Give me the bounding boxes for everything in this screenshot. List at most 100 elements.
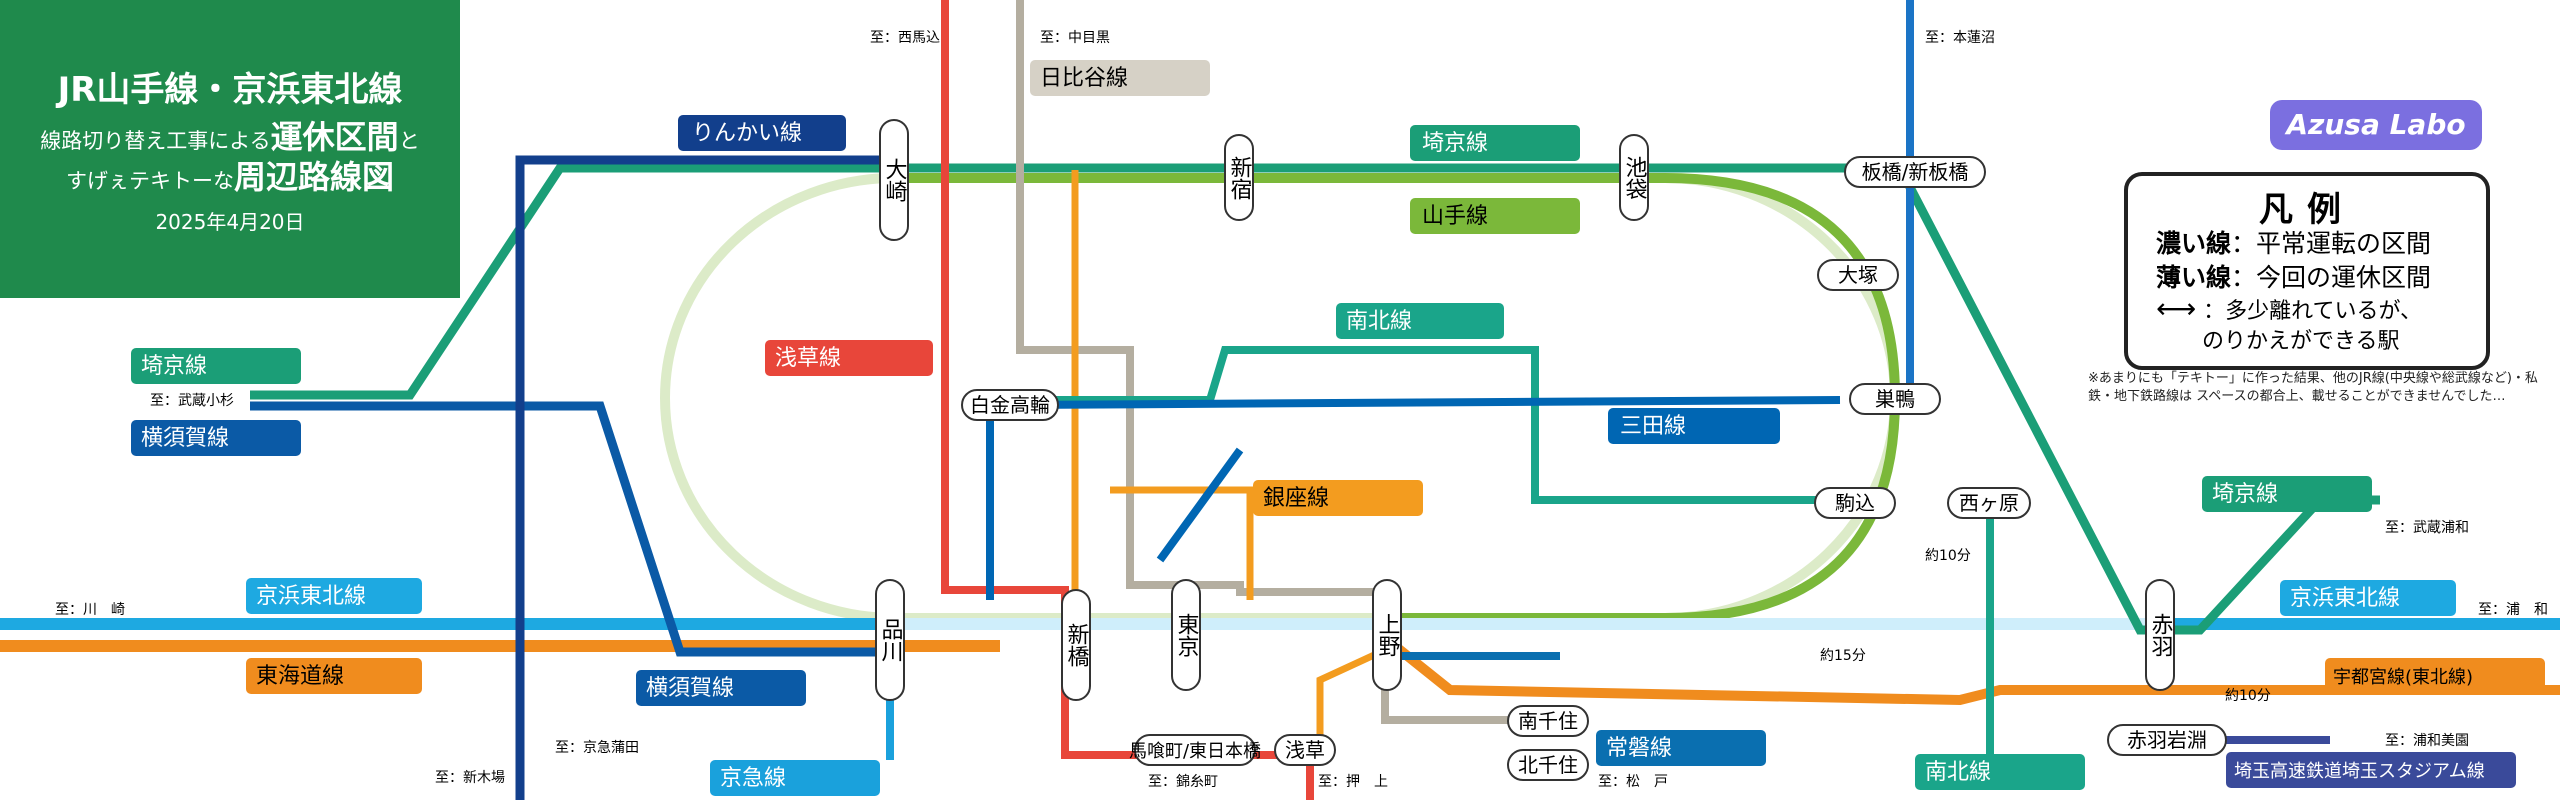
svg-text:東海道線: 東海道線 <box>256 664 344 689</box>
dir-matsudo: 至：松 戸 <box>1598 774 1668 790</box>
dist-c: 約10分 <box>2225 688 2271 704</box>
label-utsunomiya: 宇都宮線(東北線) <box>2325 658 2545 694</box>
station-osaki[interactable]: 大崎 <box>879 119 909 241</box>
station-kitasenju[interactable]: 北千住 <box>1507 749 1589 781</box>
station-name: 新宿 <box>1227 156 1253 200</box>
svg-text:銀座線: 銀座線 <box>1263 486 1329 511</box>
label-saikyo-top: 埼京線 <box>1410 125 1580 161</box>
svg-text:京浜東北線: 京浜東北線 <box>2290 586 2400 611</box>
label-saikyo-left: 埼京線 <box>131 348 301 384</box>
hibiya-line <box>1016 0 1560 724</box>
station-itabashi[interactable]: 板橋/新板橋 <box>1844 156 1986 188</box>
station-akabane[interactable]: 赤羽 <box>2145 579 2175 691</box>
title-line2: 線路切り替え工事による運休区間と <box>40 118 420 156</box>
label-saikyo-right: 埼京線 <box>2202 476 2372 512</box>
svg-text:埼京線: 埼京線 <box>1422 131 1488 156</box>
station-shinjuku[interactable]: 新宿 <box>1224 134 1254 221</box>
svg-text:南北線: 南北線 <box>1925 760 1991 785</box>
label-saitama: 埼玉高速鉄道埼玉スタジアム線 <box>2226 752 2516 788</box>
label-namboku: 南北線 <box>1336 303 1504 339</box>
dist-a: 約10分 <box>1925 548 1971 564</box>
label-hibiya: 日比谷線 <box>1030 60 1210 96</box>
title-line1: JR山手線・京浜東北線 <box>57 70 403 110</box>
station-asakusa[interactable]: 浅草 <box>1274 734 1336 766</box>
svg-text:りんかい線: りんかい線 <box>692 121 802 146</box>
station-sugamo[interactable]: 巣鴨 <box>1849 383 1941 415</box>
label-yokosuka-left: 横須賀線 <box>131 420 301 456</box>
dir-kawasaki: 至：川 崎 <box>55 602 125 618</box>
footnote: ※あまりにも「テキトー」に作った結果、他のJR線(中央線や総武線など)・私鉄・地… <box>2088 371 2538 404</box>
label-keihin-left: 京浜東北線 <box>246 578 422 614</box>
dist-b: 約15分 <box>1820 648 1866 664</box>
station-ikebukuro[interactable]: 池袋 <box>1619 134 1649 221</box>
label-tokaido: 東海道線 <box>246 658 422 694</box>
double-arrow-icon: ⟷ <box>2156 292 2197 325</box>
label-joban: 常磐線 <box>1596 730 1766 766</box>
svg-text:浅草線: 浅草線 <box>775 346 841 371</box>
saikyo-line <box>250 163 2380 635</box>
station-name: 白金高輪 <box>970 393 1050 417</box>
station-name: 浅草 <box>1285 738 1325 762</box>
legend-panel: 凡例 濃い線：平常運転の区間 薄い線：今回の運休区間 ⟷ ：多少離れているが、 … <box>2124 172 2490 370</box>
svg-text:横須賀線: 横須賀線 <box>646 676 734 701</box>
dir-urawamisono: 至：浦和美園 <box>2385 733 2469 749</box>
svg-text:南北線: 南北線 <box>1346 309 1412 334</box>
station-shimbashi[interactable]: 新橋 <box>1061 589 1091 701</box>
legend-light: 薄い線：今回の運休区間 <box>2156 263 2432 292</box>
station-tokyo[interactable]: 東京 <box>1171 579 1201 691</box>
station-bakuro[interactable]: 馬喰町/東日本橋 <box>1129 734 1261 766</box>
label-keihin-right: 京浜東北線 <box>2280 580 2456 616</box>
svg-text:日比谷線: 日比谷線 <box>1040 66 1128 91</box>
station-name: 北千住 <box>1518 753 1578 777</box>
station-name: 板橋/新板橋 <box>1862 160 1969 184</box>
dir-motohasunuma: 至：本蓮沼 <box>1925 30 1995 46</box>
station-name: 巣鴨 <box>1875 387 1915 411</box>
rinkai-line <box>515 155 900 800</box>
station-ueno[interactable]: 上野 <box>1372 579 1402 691</box>
label-namboku-bottom: 南北線 <box>1915 754 2085 790</box>
joban-connection <box>1391 642 2560 706</box>
svg-text:京浜東北線: 京浜東北線 <box>256 584 366 609</box>
station-name: 新橋 <box>1064 623 1090 667</box>
dir-musashiurawa: 至：武蔵浦和 <box>2385 520 2469 536</box>
title-line3: すげぇテキトーな周辺路線図 <box>65 158 394 196</box>
dir-nakameguro: 至：中目黒 <box>1040 30 1110 46</box>
station-name: 大塚 <box>1838 263 1878 287</box>
svg-text:三田線: 三田線 <box>1620 414 1686 439</box>
azusa-labo-logo: Azusa Labo <box>2270 100 2482 150</box>
svg-text:埼玉高速鉄道埼玉スタジアム線: 埼玉高速鉄道埼玉スタジアム線 <box>2234 761 2485 782</box>
label-rinkai: りんかい線 <box>678 115 846 151</box>
station-shinagawa[interactable]: 品川 <box>875 579 905 701</box>
station-name: 馬喰町/東日本橋 <box>1129 741 1261 762</box>
station-akabaneiwabuchi[interactable]: 赤羽岩淵 <box>2107 724 2227 756</box>
svg-text:京急線: 京急線 <box>720 766 786 791</box>
station-komagome[interactable]: 駒込 <box>1814 487 1896 519</box>
dir-kinshicho: 至：錦糸町 <box>1148 773 1218 790</box>
title-date: 2025年4月20日 <box>155 210 305 234</box>
station-minamisenju[interactable]: 南千住 <box>1507 705 1589 737</box>
station-name: 池袋 <box>1622 156 1648 200</box>
station-name: 南千住 <box>1518 709 1578 733</box>
title-panel: JR山手線・京浜東北線 線路切り替え工事による運休区間と すげぇテキトーな周辺路… <box>0 0 460 298</box>
label-yokosuka-bottom: 横須賀線 <box>636 670 806 706</box>
legend-title: 凡例 <box>2259 190 2355 230</box>
station-shirokane[interactable]: 白金高輪 <box>961 389 1059 421</box>
station-nishigahara[interactable]: 西ヶ原 <box>1947 487 2031 519</box>
legend-transfer: ⟷ ：多少離れているが、 のりかえができる駅 <box>2156 292 2423 355</box>
station-name: 赤羽 <box>2148 613 2174 657</box>
svg-text:横須賀線: 横須賀線 <box>141 426 229 451</box>
station-name: 品川 <box>878 618 904 662</box>
yokosuka-line <box>250 401 900 657</box>
station-name: 駒込 <box>1835 491 1875 515</box>
svg-text:常磐線: 常磐線 <box>1606 736 1672 761</box>
dir-urawa: 至：浦 和 <box>2478 602 2548 618</box>
station-otsuka[interactable]: 大塚 <box>1817 259 1899 291</box>
station-name: 赤羽岩淵 <box>2127 728 2207 752</box>
svg-text:山手線: 山手線 <box>1422 204 1488 229</box>
legend-dark: 濃い線：平常運転の区間 <box>2156 229 2432 258</box>
label-yamanote: 山手線 <box>1410 198 1580 234</box>
label-keikyu: 京急線 <box>710 760 880 796</box>
label-ginza: 銀座線 <box>1253 480 1423 516</box>
dir-keikyukamata: 至：京急蒲田 <box>555 740 639 756</box>
